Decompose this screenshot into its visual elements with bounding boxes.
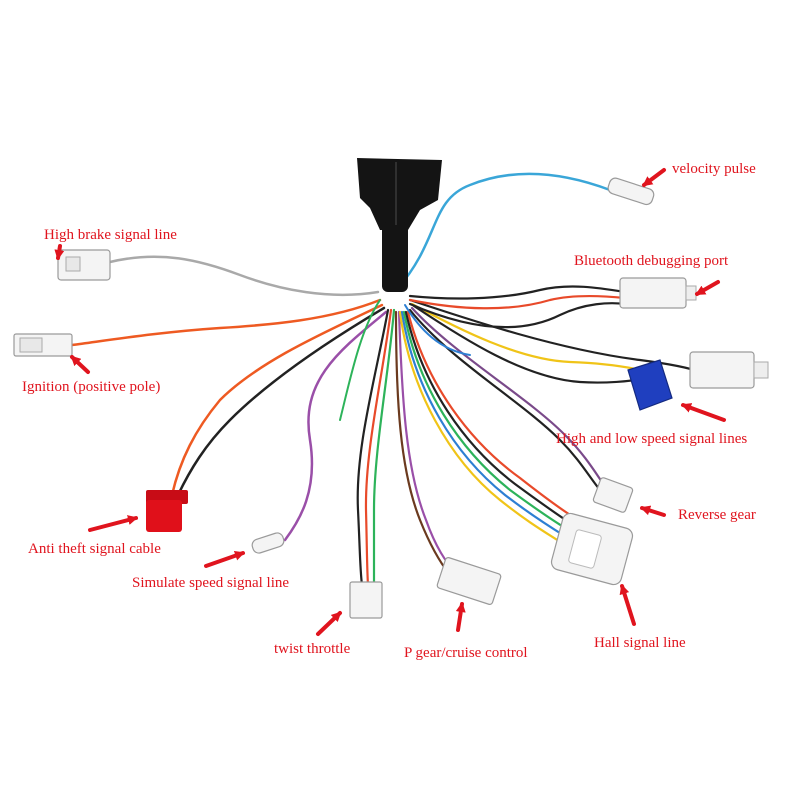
arrow-ignition [70,355,90,374]
wire-speed-yellow [410,302,652,374]
arrow-high-low-speed [681,403,726,422]
connector-velocity-pulse [607,177,655,206]
connector-high-brake [57,249,111,281]
sheath-top [357,158,442,230]
connector-simulate-speed [251,532,285,554]
label-high-low-speed: High and low speed signal lines [556,431,748,447]
connector-bluetooth [619,277,697,309]
arrow-reverse-gear [640,505,666,517]
arrow-bluetooth [695,280,720,296]
arrow-p-gear [455,602,466,632]
wire-misc-1 [339,299,381,421]
wire-bt-3 [408,302,627,329]
arrow-anti-theft [88,515,138,532]
wire-pgear-1 [394,310,452,577]
arrow-high-brake [54,244,65,260]
wire-hall-1 [398,310,567,547]
wire-anti-theft-orange [170,303,384,497]
wire-hall-3 [402,310,574,534]
label-bluetooth: Bluetooth debugging port [574,253,729,269]
wire-twist-1 [356,308,390,587]
wire-speed-black-2 [408,298,702,374]
connector-p-gear [436,557,502,605]
wire-ignition [70,298,382,347]
label-p-gear: P gear/cruise control [404,645,528,661]
wire-hall-2 [400,310,570,540]
wire-reverse-2 [410,306,606,487]
label-reverse-gear: Reverse gear [678,507,756,523]
label-velocity-pulse: velocity pulse [672,161,756,177]
wire-simulate-speed [283,310,388,542]
label-simulate-speed: Simulate speed signal line [132,575,290,591]
connector-blue-clip [627,359,673,411]
label-twist-throttle: twist throttle [274,641,351,657]
wire-group [70,172,702,587]
wire-high-brake [108,255,380,297]
connector-reverse-gear [592,477,634,513]
connector-hall-signal [550,512,634,586]
wire-twist-3 [372,308,396,587]
sheath-neck [382,222,408,292]
arrow-hall-signal [619,584,636,626]
arrow-simulate-speed [204,550,245,568]
wire-bt-2 [408,294,627,310]
wire-twist-2 [364,308,393,587]
wire-hall-5 [406,310,580,522]
label-hall-signal: Hall signal line [594,635,686,651]
label-ignition: Ignition (positive pole) [22,379,161,395]
arrow-group [54,168,726,636]
arrow-velocity-pulse [642,168,666,187]
connector-high-low-speed [627,351,769,411]
connector-twist-throttle [349,581,383,619]
wire-hall-4 [404,310,577,528]
connector-anti-theft [146,490,188,532]
wire-bt-1 [408,285,627,300]
label-anti-theft: Anti theft signal cable [28,541,161,557]
wire-velocity-pulse [396,172,612,290]
wire-anti-theft-black [176,306,386,497]
arrow-twist-throttle [316,611,342,636]
wire-pgear-2 [397,310,457,574]
wire-reverse-1 [408,308,602,492]
connector-ignition [13,333,73,357]
label-high-brake: High brake signal line [44,227,177,243]
wire-misc-2 [404,304,471,356]
harness-sheath [357,158,442,292]
